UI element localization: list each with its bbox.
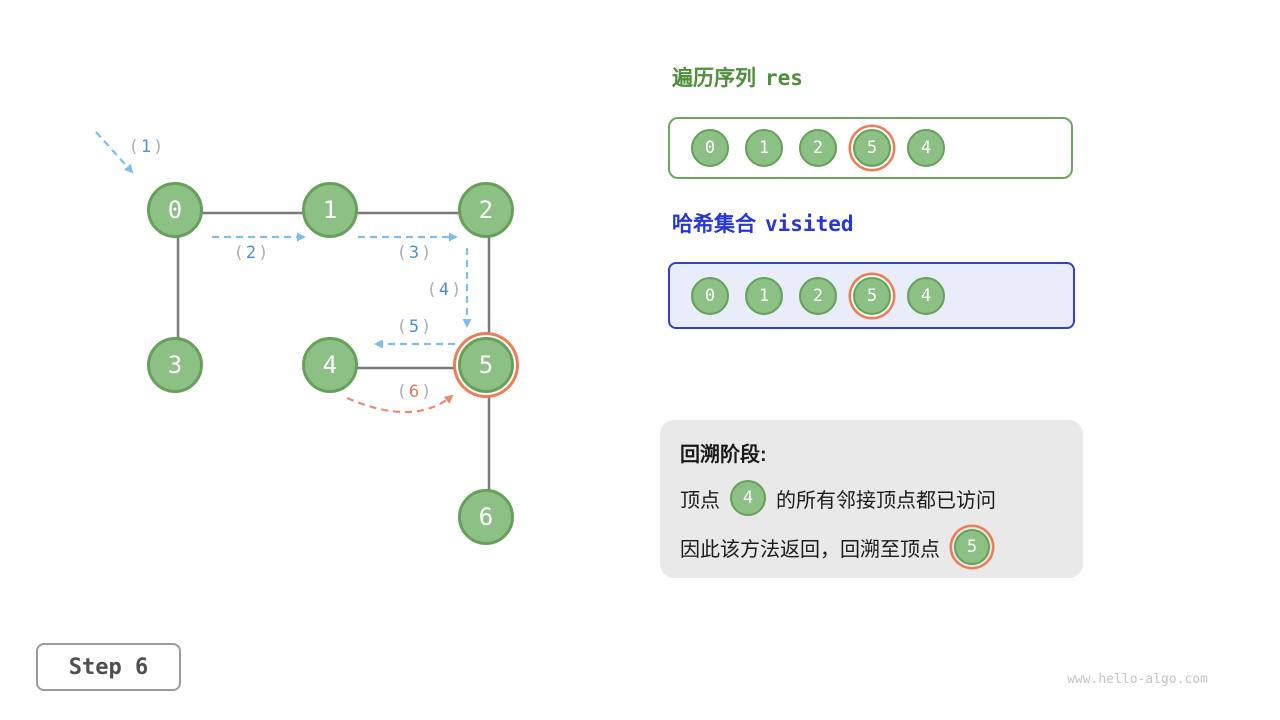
visited-node-0-label: 0 (704, 285, 716, 306)
arrow-label-3: (3) (397, 243, 432, 263)
note-line-1-post: 的所有邻接顶点都已访问 (776, 489, 996, 512)
visited-node-4: 4 (907, 276, 945, 315)
visited-node-2: 2 (799, 276, 837, 315)
note-inline-node-4: 4 (730, 480, 766, 516)
arrow-label-4-close: ) (451, 280, 462, 300)
res-list-box: 0 1 2 5 4 (668, 117, 1073, 179)
res-node-2: 2 (799, 129, 837, 167)
graph-node-1: 1 (302, 182, 358, 238)
res-node-0-label: 0 (704, 138, 716, 158)
arrow-label-2-open: ( (233, 243, 244, 263)
res-node-4-label: 4 (920, 138, 932, 158)
graph-node-3-label: 3 (167, 351, 183, 379)
res-title-zh: 遍历序列 (672, 67, 756, 90)
visited-node-2-label: 2 (812, 285, 824, 306)
arrow-label-3-close: ) (421, 243, 432, 263)
res-node-3: 5 (853, 129, 891, 167)
visited-title-zh: 哈希集合 (672, 213, 756, 236)
arrow-label-2-num: 2 (245, 243, 257, 263)
arrow-label-5-close: ) (421, 317, 432, 337)
graph-node-1-label: 1 (322, 196, 338, 224)
graph-node-2-label: 2 (478, 196, 494, 224)
note-inline-node-5: 5 (954, 529, 990, 565)
note-line-1-pre: 顶点 (680, 489, 720, 512)
arrow-label-1-num: 1 (140, 137, 152, 157)
graph-node-4-label: 4 (322, 351, 338, 379)
arrow-label-5: (5) (397, 317, 432, 337)
arrow-label-1: (1) (129, 137, 164, 157)
watermark: www.hello-algo.com (1067, 672, 1208, 687)
res-node-1: 1 (745, 129, 783, 167)
step-badge: Step 6 (36, 643, 181, 691)
arrow-label-3-num: 3 (408, 243, 420, 263)
traversal-arrows (95, 131, 472, 349)
graph-canvas (95, 131, 491, 520)
note-title: 回溯阶段: (680, 444, 767, 466)
arrow-label-3-open: ( (396, 243, 407, 263)
note-line-1: 顶点 4 的所有邻接顶点都已访问 (680, 480, 1063, 516)
graph-node-3: 3 (147, 337, 203, 393)
res-node-1-label: 1 (758, 138, 770, 158)
visited-node-3: 5 (853, 276, 891, 315)
visited-node-4-label: 4 (920, 285, 932, 306)
res-node-3-label: 5 (866, 138, 878, 158)
visited-set-box: 0 1 2 5 4 (668, 262, 1075, 329)
arrow-label-4-num: 4 (438, 280, 450, 300)
graph-node-6-label: 6 (478, 503, 494, 531)
step-badge-label: Step 6 (68, 654, 149, 680)
res-node-2-label: 2 (812, 138, 824, 158)
res-panel-title: 遍历序列 res (672, 62, 803, 92)
graph-node-4: 4 (302, 337, 358, 393)
graph-node-0: 0 (147, 182, 203, 238)
arrow-label-1-open: ( (128, 137, 139, 157)
visited-panel-title: 哈希集合 visited (672, 208, 854, 238)
arrow-label-5-open: ( (396, 317, 407, 337)
backtrack-note-box: 回溯阶段: 顶点 4 的所有邻接顶点都已访问 因此该方法返回，回溯至顶点 5 (660, 420, 1083, 578)
arrow-label-4: (4) (427, 280, 462, 300)
arrow-label-4-open: ( (426, 280, 437, 300)
arrow-label-6: (6) (397, 382, 432, 402)
visited-node-0: 0 (691, 276, 729, 315)
graph-node-0-label: 0 (167, 196, 183, 224)
arrow-label-1-close: ) (153, 137, 164, 157)
arrow-label-6-num: 6 (408, 382, 420, 402)
visited-node-1: 1 (745, 276, 783, 315)
arrow-label-6-open: ( (396, 382, 407, 402)
visited-title-code: visited (765, 212, 854, 236)
backtrack-arrow-6 (346, 394, 454, 414)
arrow-label-5-num: 5 (408, 317, 420, 337)
res-title-code: res (765, 66, 803, 90)
traversal-arrow-1 (95, 131, 134, 174)
graph-node-5-label: 5 (478, 351, 494, 379)
visited-node-1-label: 1 (758, 285, 770, 306)
note-line-2-pre: 因此该方法返回，回溯至顶点 (680, 538, 940, 561)
note-inline-node-4-label: 4 (742, 488, 754, 508)
arrow-label-6-close: ) (421, 382, 432, 402)
visited-node-3-label: 5 (866, 285, 878, 306)
res-node-0: 0 (691, 129, 729, 167)
graph-node-2: 2 (458, 182, 514, 238)
note-inline-node-5-label: 5 (966, 537, 978, 557)
res-node-4: 4 (907, 129, 945, 167)
graph-node-5: 5 (458, 337, 514, 393)
arrow-label-2: (2) (234, 243, 269, 263)
note-line-2: 因此该方法返回，回溯至顶点 5 (680, 529, 1063, 565)
arrow-label-2-close: ) (258, 243, 269, 263)
graph-node-6: 6 (458, 489, 514, 545)
